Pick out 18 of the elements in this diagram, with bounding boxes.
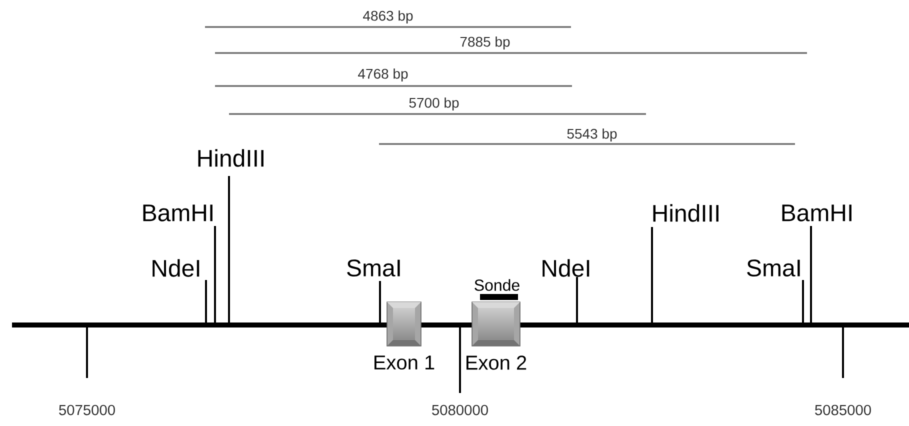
fragment-size-label: 5700 bp — [409, 97, 459, 111]
restriction-site-label: SmaI — [747, 260, 800, 276]
exon-label: Exon 2 — [466, 356, 526, 370]
fragment-size-label: 4768 bp — [358, 68, 408, 82]
position-label: 5080000 — [432, 404, 488, 416]
restriction-site-label: SmaI — [347, 260, 400, 276]
restriction-site-label: HindIII — [653, 204, 718, 222]
restriction-site-label: BamHI — [782, 204, 852, 222]
position-label: 5085000 — [815, 404, 871, 416]
restriction-site-label: HindIII — [198, 149, 264, 167]
exon-label: Exon 1 — [374, 356, 434, 370]
fragment-size-label: 4863 bp — [363, 10, 413, 24]
position-label: 5075000 — [59, 404, 115, 416]
restriction-site-label: NdeI — [152, 259, 200, 277]
restriction-site-label: BamHI — [143, 204, 212, 222]
fragment-size-label: 7885 bp — [460, 36, 510, 50]
restriction-site-label: NdeI — [542, 259, 590, 277]
fragment-size-label: 5543 bp — [567, 128, 617, 142]
